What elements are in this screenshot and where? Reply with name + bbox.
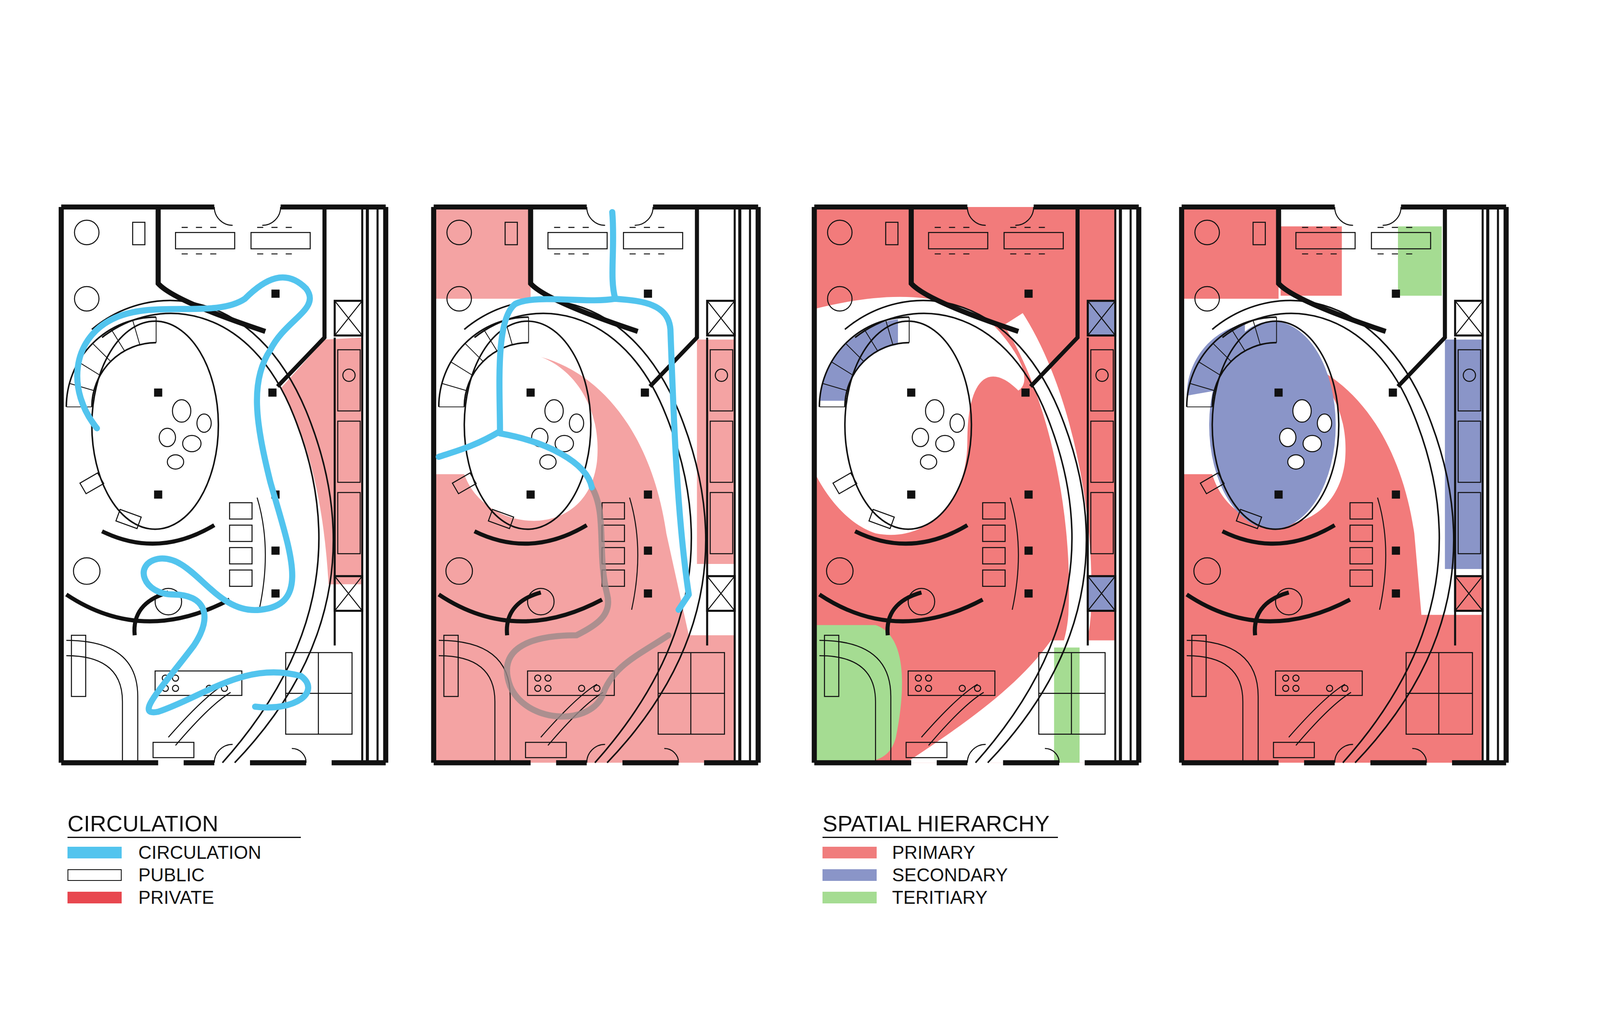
legend-swatch xyxy=(822,892,877,904)
legend-swatch xyxy=(67,892,122,904)
plan-circulation-b xyxy=(433,207,759,763)
plan-hierarchy-a-part xyxy=(814,207,1139,763)
legend-label: CIRCULATION xyxy=(138,843,262,863)
legend-label: PRIVATE xyxy=(138,888,215,908)
legend-entry: PRIMARY xyxy=(822,842,976,864)
legend-entry: CIRCULATION xyxy=(67,842,262,864)
legend-swatch xyxy=(822,869,877,882)
plan-circulation-b-part xyxy=(438,212,689,610)
legend-heading: SPATIAL HIERARCHY xyxy=(822,812,1058,839)
legend-swatch xyxy=(67,869,122,882)
plan-hierarchy-b-part xyxy=(1181,207,1507,763)
legend-swatch xyxy=(67,847,122,859)
legend-label: TERITIARY xyxy=(892,888,988,908)
legend-entry: TERITIARY xyxy=(822,887,988,909)
legend-entry: PRIVATE xyxy=(67,887,215,909)
plan-circulation-a-part xyxy=(280,337,363,585)
plan-circulation-b-part xyxy=(433,207,531,299)
legend-swatch xyxy=(822,847,877,859)
plan-circulation-a xyxy=(61,207,386,763)
plan-hierarchy-a-part xyxy=(814,207,1115,763)
plan-hierarchy-b-part xyxy=(1280,226,1342,296)
plan-circulation-b-part xyxy=(433,207,759,763)
legend-heading: CIRCULATION xyxy=(67,812,301,839)
plan-hierarchy-b-part xyxy=(1181,207,1279,299)
legend-label: PUBLIC xyxy=(138,866,205,885)
legend-label: PRIMARY xyxy=(892,843,976,863)
legend-entry: PUBLIC xyxy=(67,864,205,887)
plan-hierarchy-b-part xyxy=(1397,226,1442,296)
plan-hierarchy-a xyxy=(814,207,1139,763)
legend-label: SECONDARY xyxy=(892,866,1008,885)
plan-circulation-b-part xyxy=(433,357,735,763)
plan-hierarchy-b xyxy=(1181,207,1507,763)
plan-circulation-b-part xyxy=(507,487,669,717)
plan-circulation-a-part xyxy=(77,277,310,713)
legend-entry: SECONDARY xyxy=(822,864,1008,887)
plan-hierarchy-a-part xyxy=(906,640,1116,764)
plan-circulation-a-part xyxy=(61,207,386,763)
